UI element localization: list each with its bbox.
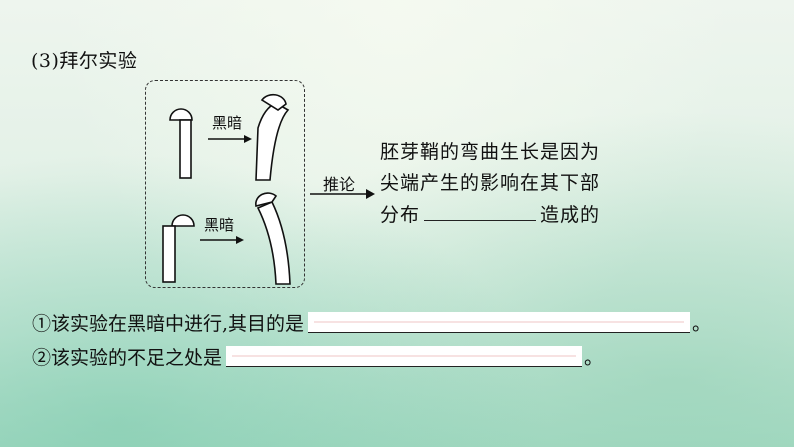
section-heading: (3)拜尔实验 [31,50,138,72]
conclusion-blank[interactable] [424,219,537,221]
experiment-dashed-box [145,80,305,288]
bottom-right-curved-coleoptile [255,192,291,285]
conclusion-line-3-end: 造成的 [540,204,601,226]
top-left-coleoptile [169,108,193,179]
question-2-text: ②该实验的不足之处是 [32,347,223,369]
question-1-text: ①该实验在黑暗中进行,其目的是 [32,313,305,335]
conclusion-line-2: 尖端产生的影响在其下部 [380,172,601,194]
question-2: ②该实验的不足之处是 。 [32,343,603,370]
top-arrow [208,135,252,143]
question-2-answer-field[interactable] [226,346,583,367]
question-1-answer-field[interactable] [308,312,691,333]
conclusion-line-1: 胚芽鞘的弯曲生长是因为 [380,141,601,163]
question-1-end: 。 [692,313,712,335]
conclusion-line-3-start: 分布 [380,204,421,226]
condition-label-top: 黑暗 [212,114,243,132]
bottom-arrow [200,236,244,244]
inference-arrow [310,189,375,199]
condition-label-bottom: 黑暗 [204,216,235,234]
top-right-curved-coleoptile [255,93,290,181]
conclusion-line-3: 分布 造成的 [380,200,600,227]
bottom-left-coleoptile [162,214,195,283]
inference-label: 推论 [323,175,356,194]
question-1: ①该实验在黑暗中进行,其目的是 。 [32,309,711,336]
question-2-end: 。 [584,347,604,369]
